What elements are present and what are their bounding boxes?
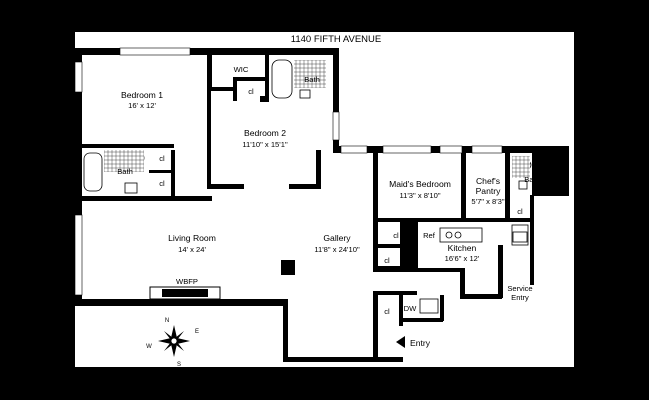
service-entry-label-2: Entry bbox=[511, 293, 529, 302]
bedroom1-name: Bedroom 1 bbox=[121, 90, 163, 100]
living-room-dim: 14' x 24' bbox=[178, 245, 206, 254]
maids-bedroom-name: Maid's Bedroom bbox=[389, 179, 451, 189]
chefs-pantry-name-1: Chef's bbox=[476, 176, 500, 186]
fireplace bbox=[149, 286, 221, 300]
service-entry-label-1: Service bbox=[507, 284, 532, 293]
kitchen-name: Kitchen bbox=[448, 243, 477, 253]
compass-w: W bbox=[146, 344, 152, 350]
bath3-tile bbox=[512, 156, 530, 178]
chefs-pantry-name-2: Pantry bbox=[476, 186, 502, 196]
entry-arrow-icon bbox=[396, 336, 405, 348]
gallery-name: Gallery bbox=[323, 233, 351, 243]
dw-label: DW bbox=[404, 304, 417, 313]
compass-icon bbox=[158, 325, 190, 357]
bath-label-top: Bath bbox=[304, 75, 320, 84]
closet-label: cl bbox=[384, 307, 390, 316]
bath-label-right: Bath bbox=[524, 175, 540, 184]
closet-label: cl bbox=[248, 87, 254, 96]
bedroom1-dim: 16' x 12' bbox=[128, 101, 156, 110]
kitchen-fixtures bbox=[419, 224, 529, 314]
entry-label: Entry bbox=[410, 338, 431, 348]
living-room-name: Living Room bbox=[168, 233, 216, 243]
closet-label: cl bbox=[393, 231, 399, 240]
ref-label: Ref bbox=[423, 231, 436, 240]
wbfp-label: WBFP bbox=[176, 277, 198, 286]
plan-title: 1140 FIFTH AVENUE bbox=[291, 34, 381, 45]
gallery-dim: 11'8" x 24'10" bbox=[314, 245, 360, 254]
closet-label: cl bbox=[159, 179, 165, 188]
bedroom2-dim: 11'10" x 15'1" bbox=[242, 140, 288, 149]
closet-label: cl bbox=[517, 207, 523, 216]
compass-n: N bbox=[165, 318, 169, 324]
bath1-tile bbox=[104, 150, 144, 172]
kitchen-dim: 16'6" x 12' bbox=[445, 254, 480, 263]
chefs-pantry-dim: 5'7" x 8'3" bbox=[471, 197, 505, 206]
windows bbox=[74, 47, 503, 296]
compass-e: E bbox=[195, 329, 199, 335]
bedroom2-name: Bedroom 2 bbox=[244, 128, 286, 138]
bath-label-left: Bath bbox=[117, 167, 133, 176]
wic-label: WIC bbox=[234, 65, 249, 74]
closet-label: cl bbox=[159, 154, 165, 163]
bath2-tile bbox=[294, 60, 326, 88]
compass-s: S bbox=[177, 362, 181, 368]
maids-bedroom-dim: 11'3" x 8'10" bbox=[399, 191, 440, 200]
closet-label: cl bbox=[384, 256, 390, 265]
